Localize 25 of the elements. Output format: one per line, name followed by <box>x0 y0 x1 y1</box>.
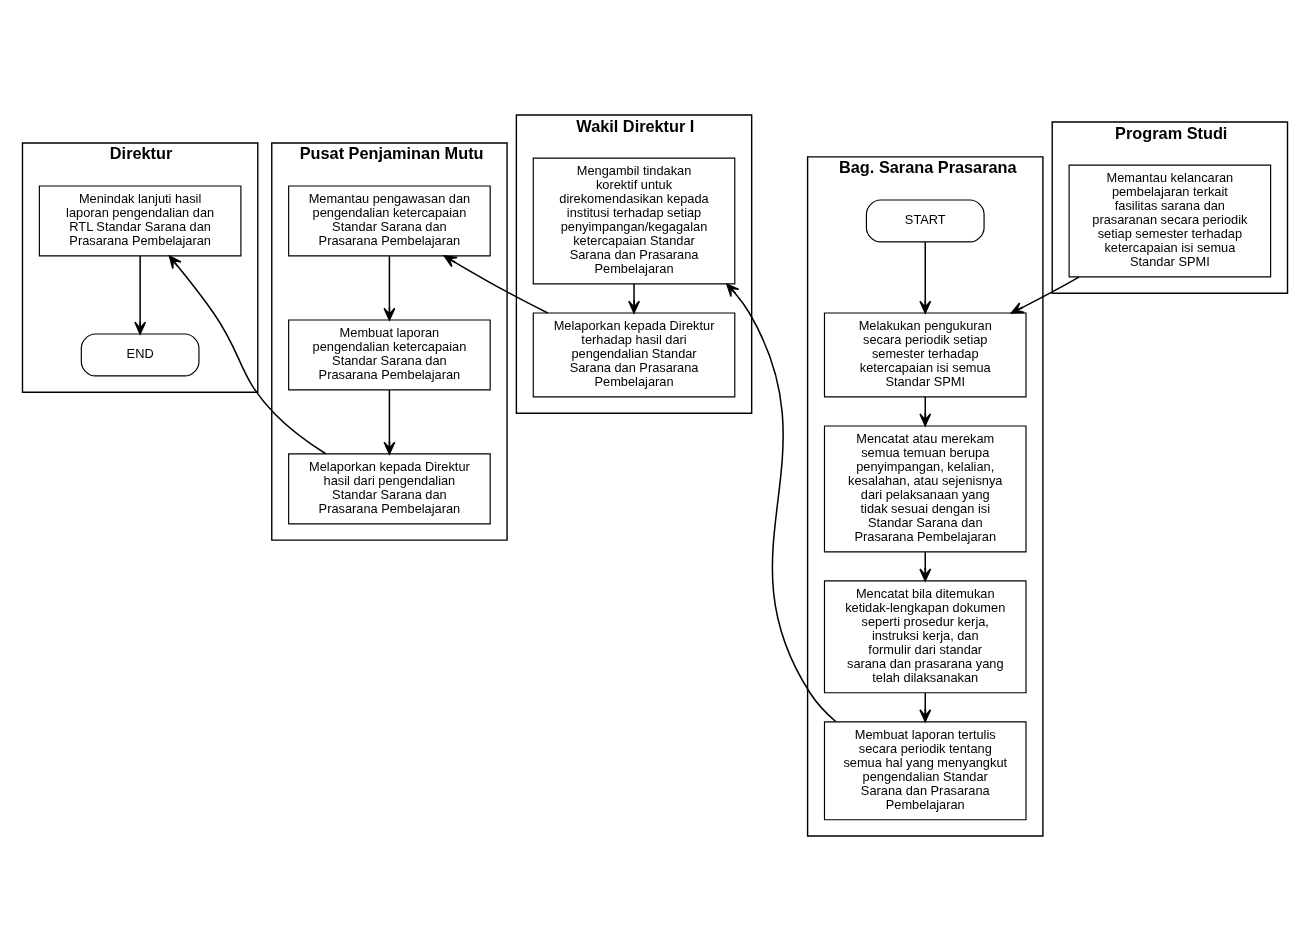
arrow <box>628 282 641 314</box>
node-box: Melaporkan kepada Direktur terhadap hasil dari pengendalian Standar Sarana dan Prasarana Pembelajaran <box>532 311 736 397</box>
arrow <box>383 388 396 455</box>
node-box: Mengambil tindakan korektif untuk direkomendasikan kepada institusi terhadap setiap penyimpangan/kegagalan ketercapaian Standar Sarana dan Prasarana Pembelajaran <box>532 157 736 284</box>
node-box: Mencatat atau merekam semua temuan berupa penyimpangan, kelalian, kesalahan, atau sejenisnya dari pelaksanaan yang tidak sesuai dengan isi Standar Sarana dan Prasarana Pembelajaran <box>823 424 1027 552</box>
arrow <box>134 254 147 335</box>
arrow <box>919 550 932 581</box>
node-box: Memantau pengawasan dan pengendalian ketercapaian Standar Sarana dan Prasarana Pembelajaran <box>288 184 491 256</box>
node-box: START <box>865 198 985 243</box>
node-box: Memantau kelancaran pembelajaran terkait fasilitas sarana dan prasaranan secara periodik setiap semester terhadap ketercapaian isi semua Standar SPMI <box>1068 164 1272 277</box>
node-box: Melaporkan kepada Direktur hasil dari pengendalian Standar Sarana dan Prasarana Pembelajaran <box>288 452 491 524</box>
node-box: END <box>80 332 200 376</box>
node-box: Membuat laporan tertulis secara periodik tentang semua hal yang menyangkut pengendalian Standar Sarana dan Prasarana Pembelajaran <box>823 720 1027 820</box>
arrow <box>443 254 549 314</box>
node-box: Menindak lanjuti hasil laporan pengendalian dan RTL Standar Sarana dan Prasarana Pembelajaran <box>38 184 242 256</box>
arrow <box>919 691 932 722</box>
arrow <box>919 395 932 426</box>
arrow <box>726 283 837 722</box>
node-box: Membuat laporan pengendalian ketercapaian Standar Sarana dan Prasarana Pembelajaran <box>288 318 491 390</box>
node-box: Mencatat bila ditemukan ketidak-lengkapan dokumen seperti prosedur kerja, instruksi kerja, dan formulir dari standar sarana dan prasarana yang telah dilaksanakan <box>823 579 1027 693</box>
arrow <box>919 240 932 314</box>
node-box: Melakukan pengukuran secara periodik setiap semester terhadap ketercapaian isi semua Standar SPMI <box>823 311 1027 397</box>
arrow <box>383 254 396 321</box>
arrow <box>1010 275 1080 314</box>
arrow <box>168 255 327 454</box>
